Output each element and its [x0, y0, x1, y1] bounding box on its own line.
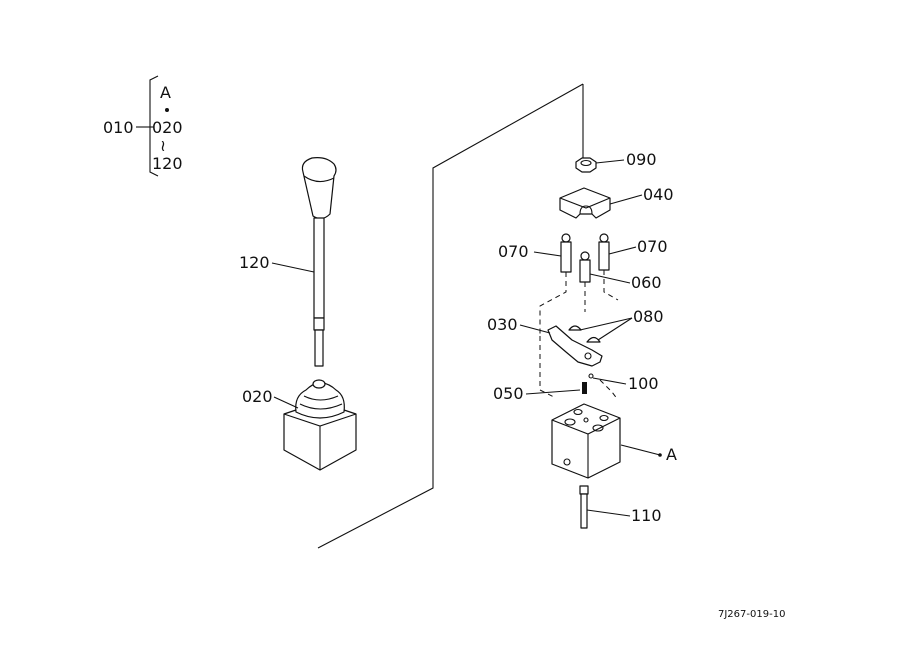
callout-110: 110 — [631, 506, 662, 525]
callout-030: 030 — [487, 315, 518, 334]
legend-range-symbol: ≀ — [160, 136, 166, 155]
callout-040: 040 — [643, 185, 674, 204]
legend-dot — [165, 108, 169, 112]
lever-120 — [301, 157, 337, 367]
callout-A: A — [666, 445, 677, 464]
boot-base-020 — [283, 379, 357, 471]
nut-090 — [575, 157, 597, 173]
leader-070-left — [533, 251, 562, 257]
figure-code: 7J267-019-10 — [718, 609, 785, 620]
leader-060 — [589, 273, 631, 284]
leader-040 — [609, 194, 643, 205]
leader-080-a — [579, 317, 633, 331]
leader-090 — [595, 159, 625, 164]
bolt-110 — [579, 485, 589, 529]
assembly-frame-line — [317, 83, 584, 549]
spring-100 — [588, 373, 594, 379]
leader-A — [620, 444, 661, 456]
leader-120 — [271, 262, 315, 273]
legend-top-label: A — [160, 83, 171, 102]
pusher-070-left — [560, 233, 572, 273]
pusher-060 — [579, 251, 591, 283]
callout-070-right: 070 — [637, 237, 668, 256]
legend-from-label: 020 — [152, 118, 183, 137]
callout-050: 050 — [493, 384, 524, 403]
plunger-050 — [582, 382, 587, 394]
plate-030 — [547, 325, 603, 367]
leader-050 — [525, 389, 581, 395]
legend-to-label: 120 — [152, 154, 183, 173]
valve-body-A — [551, 403, 621, 479]
pusher-070-right — [598, 233, 610, 271]
leader-110 — [586, 509, 631, 517]
leader-030 — [519, 324, 551, 334]
callout-100: 100 — [628, 374, 659, 393]
plate-040 — [559, 187, 611, 219]
callout-120: 120 — [239, 253, 270, 272]
legend-bracket — [136, 75, 159, 177]
callout-060: 060 — [631, 273, 662, 292]
leader-A-dot — [658, 453, 662, 457]
guide-line-left-lower — [539, 336, 557, 399]
callout-090: 090 — [626, 150, 657, 169]
callout-080: 080 — [633, 307, 664, 326]
ball-080-b — [586, 336, 601, 343]
guide-line-right — [603, 270, 619, 301]
leader-020 — [273, 396, 299, 409]
legend-parent-label: 010 — [103, 118, 134, 137]
guide-line-left — [539, 272, 567, 336]
leader-070-right — [608, 246, 637, 255]
leader-100 — [592, 377, 627, 385]
leader-080-b — [597, 317, 633, 341]
guide-line-right-lower — [599, 379, 619, 401]
ball-080-a — [568, 325, 582, 331]
callout-020: 020 — [242, 387, 273, 406]
callout-070-left: 070 — [498, 242, 529, 261]
